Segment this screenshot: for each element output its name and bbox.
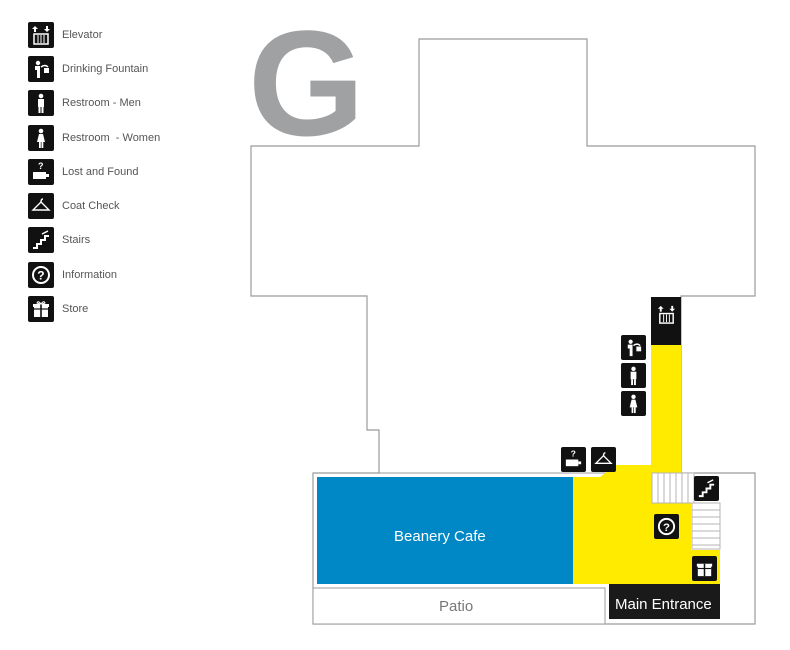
restroom-men-icon	[28, 90, 54, 116]
legend-label: Drinking Fountain	[62, 63, 149, 75]
drinking-fountain-icon[interactable]	[621, 335, 646, 360]
legend-item-restroom-men: Restroom - Men	[28, 90, 141, 116]
svg-text:?: ?	[38, 161, 44, 171]
information-icon[interactable]: ?	[654, 514, 679, 539]
store-icon[interactable]	[692, 556, 717, 581]
legend-item-lost-and-found: ? Lost and Found	[28, 159, 138, 185]
legend-item-restroom-women: Restroom - Women	[28, 125, 160, 151]
legend-label: Stairs	[62, 234, 91, 246]
patio-area	[312, 587, 606, 625]
elevator-icon	[28, 22, 54, 48]
patio-label[interactable]: Patio	[439, 598, 474, 615]
coat-check-icon[interactable]	[591, 447, 616, 472]
floor-letter: G	[248, 0, 365, 167]
legend-item-elevator: Elevator	[28, 22, 102, 48]
lost-and-found-icon: ?	[28, 159, 54, 185]
accessible-path	[573, 345, 720, 584]
stairs-icon[interactable]	[694, 476, 719, 501]
elevator-icon[interactable]	[654, 301, 678, 327]
legend-label: Coat Check	[62, 200, 120, 212]
information-icon: ?	[28, 262, 54, 288]
legend-label: Information	[62, 269, 118, 281]
main-entrance-label[interactable]: Main Entrance	[615, 596, 712, 613]
drinking-fountain-icon	[28, 56, 54, 82]
restroom-women-icon	[28, 125, 54, 151]
restroom-men-icon[interactable]	[621, 363, 646, 388]
cafe-area	[317, 477, 573, 584]
legend-label: Elevator	[62, 29, 103, 41]
legend-item-information: ? Information	[28, 262, 117, 288]
legend-item-drinking-fountain: Drinking Fountain	[28, 56, 148, 82]
legend-label: Store	[62, 303, 89, 315]
stair-hatch	[651, 472, 721, 550]
restroom-women-icon[interactable]	[621, 391, 646, 416]
legend-item-store: Store	[28, 296, 88, 322]
legend-item-coat-check: Coat Check	[28, 193, 119, 219]
legend-label: Restroom - Men	[62, 97, 141, 109]
legend-label: Restroom - Women	[62, 132, 161, 144]
main-entrance-area	[609, 584, 720, 619]
svg-text:?: ?	[37, 269, 44, 283]
svg-text:?: ?	[571, 449, 576, 459]
svg-text:?: ?	[663, 522, 670, 534]
cafe-label[interactable]: Beanery Cafe	[394, 528, 486, 545]
stairs-icon	[28, 227, 54, 253]
legend-item-stairs: Stairs	[28, 227, 90, 253]
lost-and-found-icon[interactable]: ?	[561, 447, 586, 472]
coat-check-icon	[28, 193, 54, 219]
legend-label: Lost and Found	[62, 166, 139, 178]
store-icon	[28, 296, 54, 322]
